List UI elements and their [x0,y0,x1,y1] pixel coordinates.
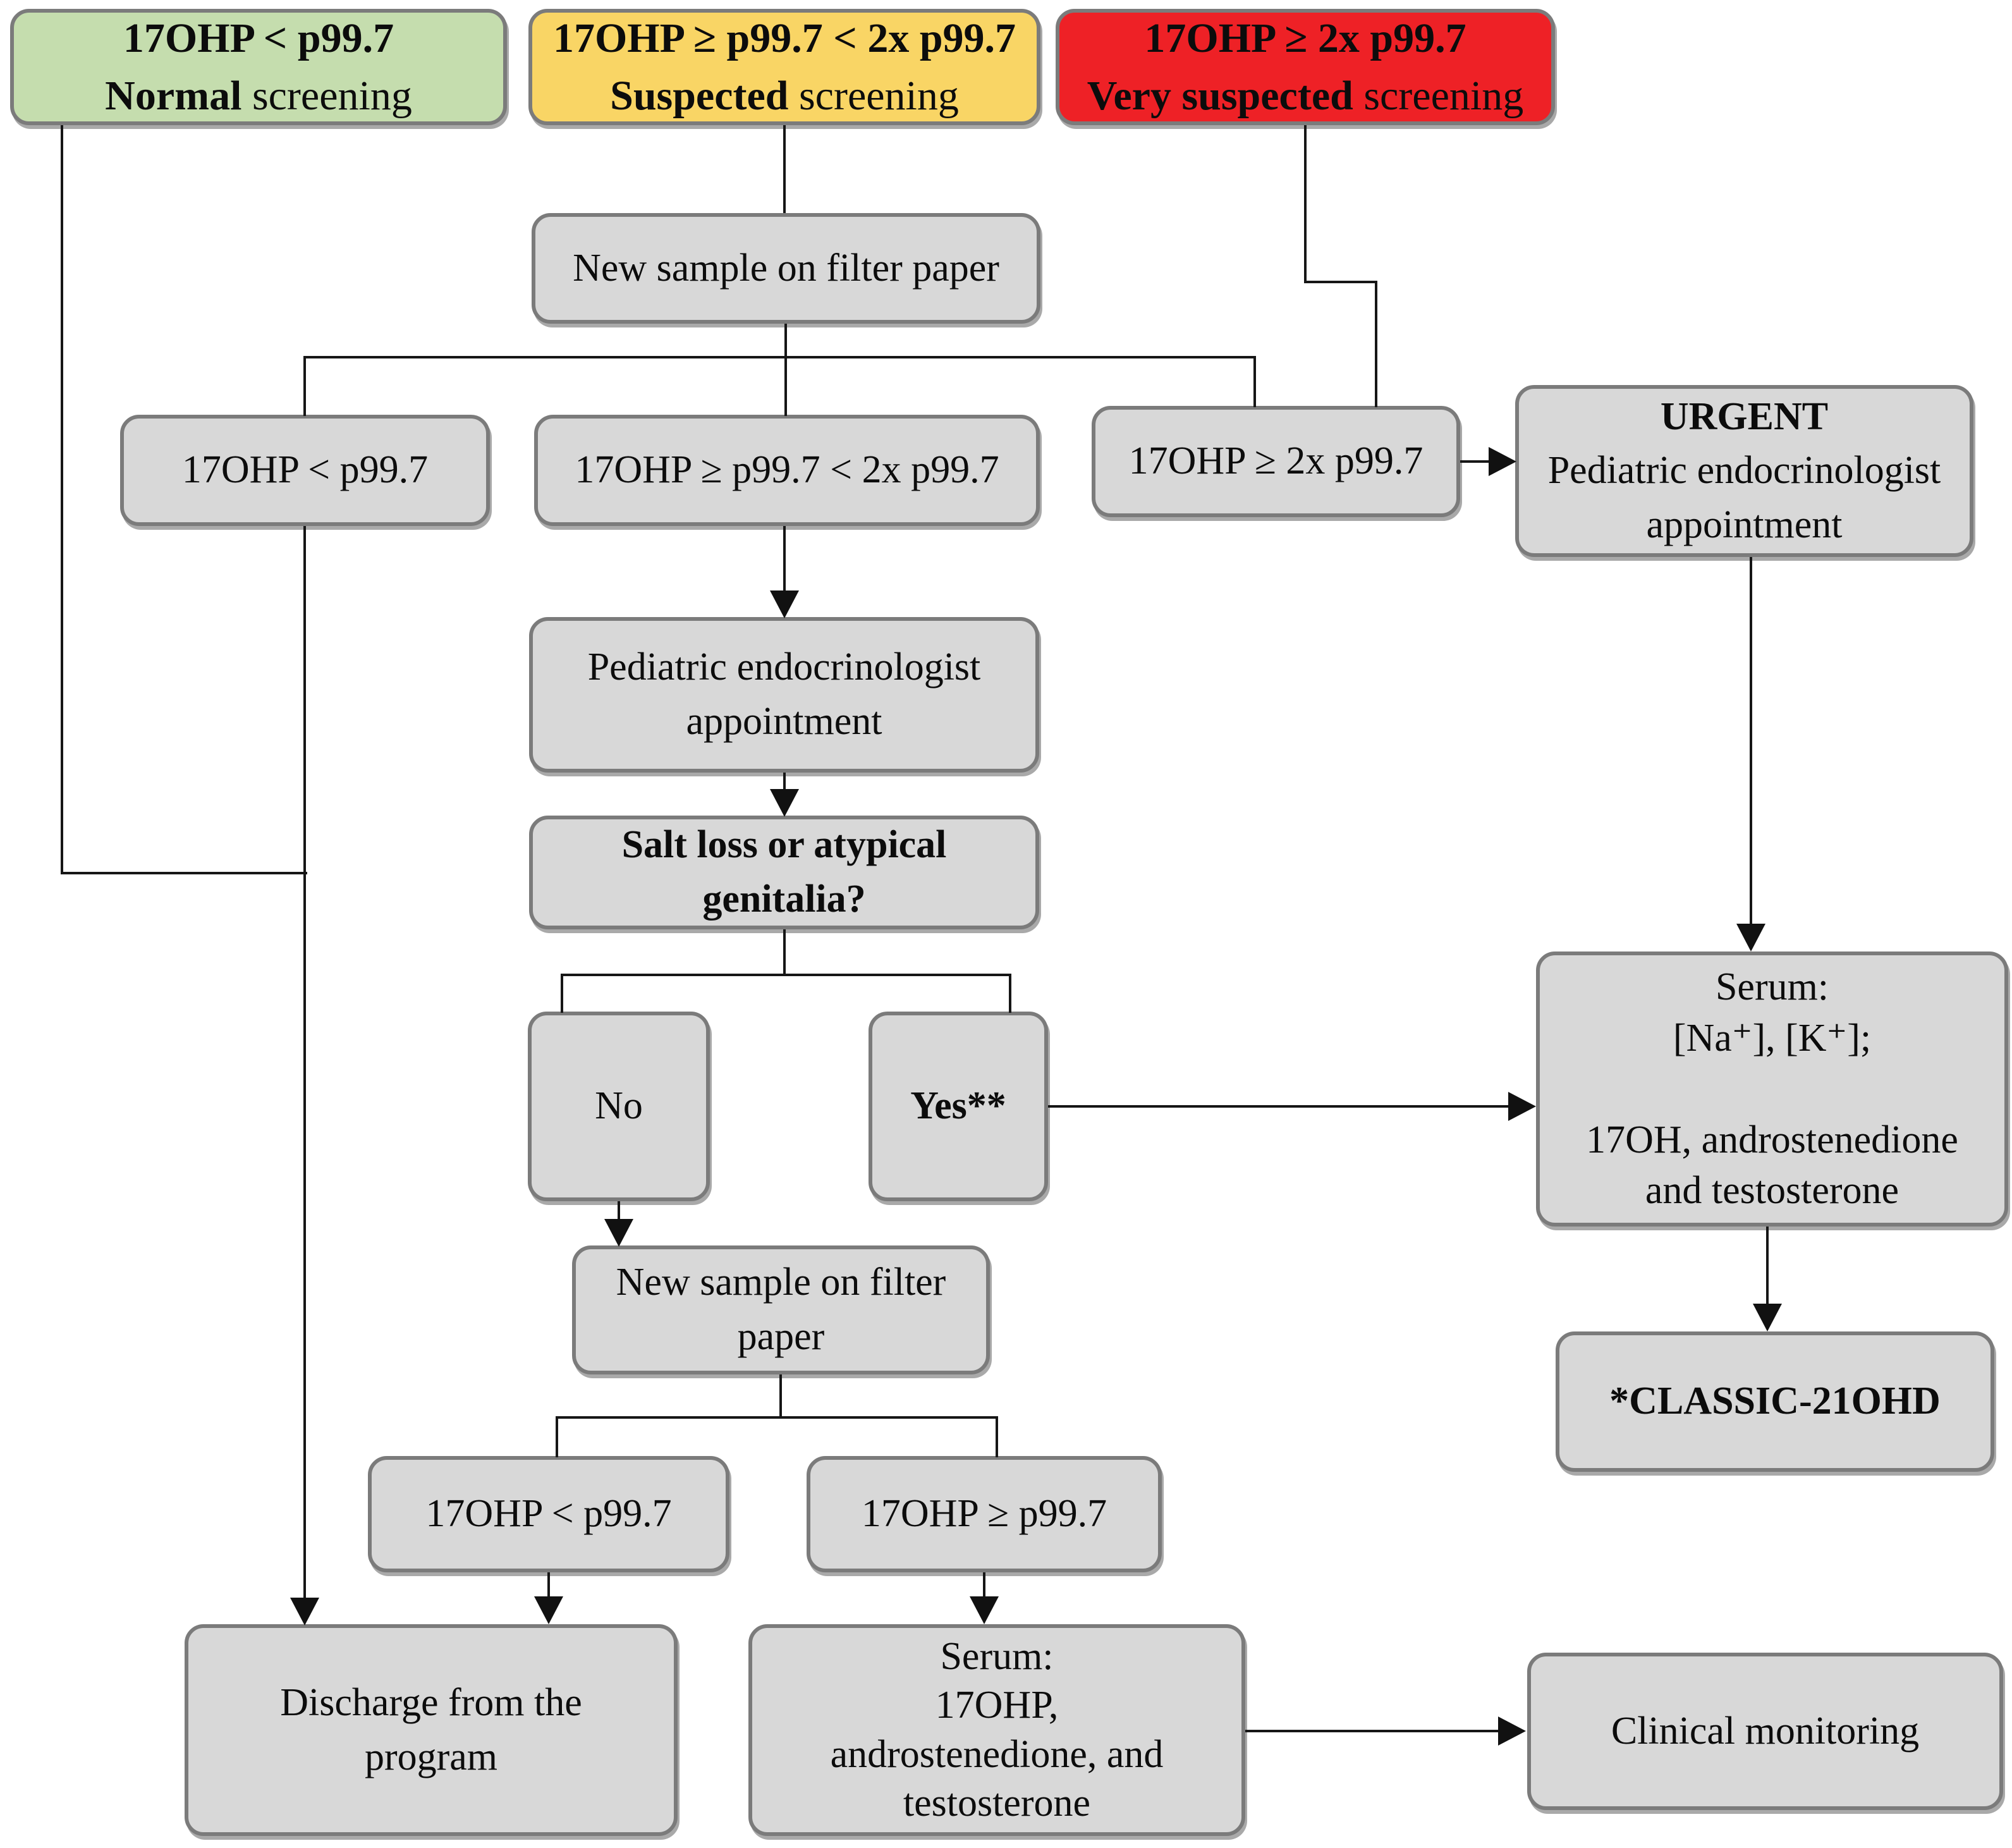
box-no: No [528,1012,710,1201]
connector-high-to-urgent [1460,460,1492,463]
yes-label: Yes** [910,1084,1006,1128]
connector-repeatlow-to-discharge [547,1572,550,1598]
urgent-title: URGENT [1660,395,1829,438]
arrowhead-into-serum-followup [970,1596,999,1624]
connector-mid-to-ped [783,526,786,593]
arrowhead-into-clinical [1498,1716,1526,1746]
classic-21ohd-label: *CLASSIC-21OHD [1609,1380,1941,1423]
box-new-sample-1: New sample on filter paper [532,213,1040,324]
connector-very-jog [1304,281,1377,283]
connector-branch3-horizontal [556,1416,998,1419]
connector-urgent-to-serum [1750,557,1752,926]
very-suspected-screening-label: Very suspected screening [1087,73,1524,119]
arrowhead-into-urgent [1489,447,1516,476]
connector-branch1-mid [784,356,787,416]
repeat-high-label: 17OHP ≥ p99.7 [861,1492,1107,1536]
connector-ns2-stem [779,1374,782,1416]
new-sample-1-label: New sample on filter paper [573,246,999,290]
box-yes: Yes** [869,1012,1048,1201]
connector-no-to-ns2 [618,1201,620,1221]
connector-branch2-left [561,974,563,1013]
box-serum-urgent: Serum: [Na⁺], [K⁺]; 17OH, androstenedion… [1536,952,2008,1227]
no-label: No [595,1084,643,1128]
box-result-mid: 17OHP ≥ p99.7 < 2x p99.7 [534,415,1040,526]
connector-suspected-stem [783,125,786,213]
box-normal-screening: 17OHP < p99.7 Normal screening [10,9,507,125]
arrowhead-into-discharge-right [534,1596,563,1624]
connector-branch1-horizontal [303,356,1256,358]
box-repeat-high: 17OHP ≥ p99.7 [807,1456,1162,1572]
connector-branch1-left [303,356,306,416]
discharge-label: Discharge from the program [280,1680,582,1778]
arrowhead-into-serum-urgent-left [1508,1092,1536,1121]
connector-serum-to-classic [1766,1227,1769,1305]
box-serum-followup: Serum: 17OHP, androstenedione, and testo… [748,1624,1245,1836]
connector-branch1-right [1253,356,1256,407]
clinical-monitoring-label: Clinical monitoring [1611,1709,1920,1753]
box-suspected-screening: 17OHP ≥ p99.7 < 2x p99.7 Suspected scree… [528,9,1040,125]
arrowhead-into-ped [770,591,799,618]
connector-yes-to-serum [1048,1105,1512,1108]
box-discharge: Discharge from the program [185,1624,678,1836]
connector-normal-vertical [61,125,63,874]
connector-branch2-horizontal [561,974,1011,976]
connector-serumfollowup-to-clinical [1245,1730,1502,1732]
salt-loss-label: Salt loss or atypical genitalia? [621,823,947,921]
urgent-body: Pediatric endocrinologist appointment [1547,449,1941,546]
arrowhead-into-salt [770,789,799,817]
connector-normal-horizontal [61,872,307,874]
connector-salt-stem [783,929,786,976]
arrowhead-into-serum-urgent-top [1736,924,1765,952]
connector-repeathigh-to-serumfollowup [983,1572,985,1598]
connector-very-vertical-2 [1375,281,1377,407]
arrowhead-into-classic [1753,1304,1782,1331]
result-low-label: 17OHP < p99.7 [181,448,429,492]
box-ped-appointment: Pediatric endocrinologist appointment [529,617,1039,773]
new-sample-2-label: New sample on filter paper [616,1261,946,1358]
suspected-screening-label: Suspected screening [610,73,959,119]
arrowhead-into-ns2 [604,1219,633,1247]
ped-appointment-label: Pediatric endocrinologist appointment [587,646,981,743]
box-clinical-monitoring: Clinical monitoring [1527,1653,2003,1810]
normal-screening-threshold: 17OHP < p99.7 [123,15,394,61]
connector-low-to-discharge [303,526,306,1599]
connector-branch3-right [996,1416,998,1457]
box-new-sample-2: New sample on filter paper [572,1245,990,1374]
box-classic-21ohd: *CLASSIC-21OHD [1556,1331,1994,1472]
box-result-low: 17OHP < p99.7 [120,415,490,526]
very-suspected-screening-threshold: 17OHP ≥ 2x p99.7 [1144,15,1466,61]
box-urgent-appointment: URGENT Pediatric endocrinologist appoint… [1515,385,1973,557]
connector-ped-to-salt [783,773,786,792]
connector-branch2-right [1009,974,1011,1013]
box-result-high: 17OHP ≥ 2x p99.7 [1092,406,1460,517]
box-salt-loss-question: Salt loss or atypical genitalia? [529,816,1039,929]
result-high-label: 17OHP ≥ 2x p99.7 [1128,439,1424,483]
serum-urgent-label: Serum: [Na⁺], [K⁺]; 17OH, androstenedion… [1586,965,1958,1213]
connector-very-vertical-1 [1304,125,1307,283]
normal-screening-label: Normal screening [105,73,412,119]
box-repeat-low: 17OHP < p99.7 [368,1456,729,1572]
suspected-screening-threshold: 17OHP ≥ p99.7 < 2x p99.7 [552,15,1016,61]
repeat-low-label: 17OHP < p99.7 [425,1492,672,1536]
serum-followup-label: Serum: 17OHP, androstenedione, and testo… [830,1634,1164,1825]
connector-ns1-stem [784,324,787,358]
result-mid-label: 17OHP ≥ p99.7 < 2x p99.7 [575,448,999,492]
box-very-suspected-screening: 17OHP ≥ 2x p99.7 Very suspected screenin… [1056,9,1555,125]
arrowhead-into-discharge-left [290,1598,319,1625]
connector-branch3-left [556,1416,558,1457]
